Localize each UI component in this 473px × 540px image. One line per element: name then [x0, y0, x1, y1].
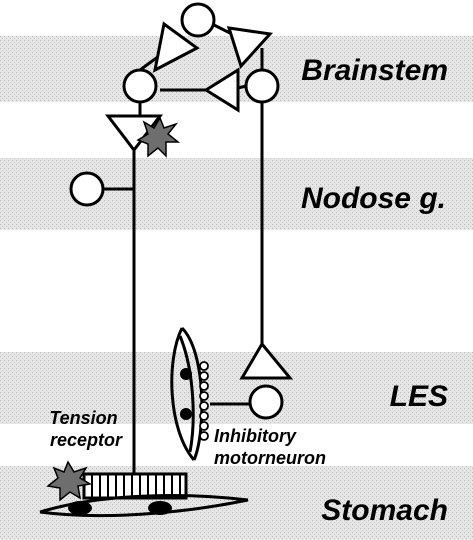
brainstem-interneuron-right — [226, 26, 274, 69]
efferent-pathway — [210, 102, 294, 420]
inhibitory-motorneuron-label: Inhibitory motorneuron — [214, 426, 326, 468]
afferent-pathway — [69, 114, 181, 474]
stomach-label: Stomach — [321, 494, 448, 527]
nodose-ganglion-neuron — [69, 171, 105, 207]
receptor-burst-icon — [46, 460, 93, 502]
tension-receptor-label: Tension receptor — [49, 408, 123, 450]
tension-receptor — [46, 460, 188, 502]
nts-burst-icon — [136, 116, 181, 158]
brainstem-interneuron-left — [152, 21, 200, 73]
brainstem-label: Brainstem — [301, 54, 448, 87]
brainstem-neuron-left — [122, 68, 158, 104]
tension-receptor-line-1: Tension — [49, 408, 117, 428]
nodose-label: Nodose g. — [301, 182, 446, 215]
stomach-smooth-muscle — [39, 494, 249, 518]
les-label: LES — [390, 380, 448, 413]
motor-nucleus-neuron — [244, 68, 280, 104]
stomach-muscle-dot-right — [148, 501, 172, 515]
les-band — [0, 352, 473, 424]
les-muscle-dot-upper — [180, 368, 192, 380]
stomach-muscle-dot-left — [68, 501, 92, 515]
brainstem-circuit — [122, 2, 280, 116]
inhibitory-motorneuron-line-2: motorneuron — [214, 448, 326, 468]
les-muscle-dot-lower — [180, 408, 192, 420]
les-smooth-muscle — [170, 326, 209, 461]
efferent-terminal-triangle — [239, 341, 294, 380]
tension-receptor-line-2: receptor — [50, 430, 123, 450]
brainstem-neuron-top — [180, 2, 216, 38]
brainstem-premotor-triangle — [203, 67, 240, 113]
inhibitory-motorneuron-cell — [248, 384, 284, 420]
varicosity-column — [199, 361, 209, 441]
inhibitory-motorneuron-line-1: Inhibitory — [214, 426, 297, 446]
